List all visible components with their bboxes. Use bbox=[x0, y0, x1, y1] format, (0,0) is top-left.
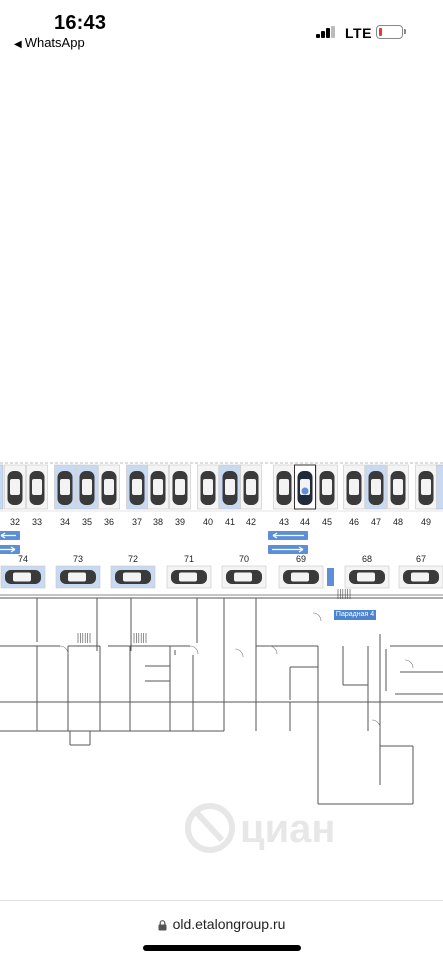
browser-address-bar[interactable]: old.etalongroup.ru bbox=[0, 900, 443, 961]
car-icon bbox=[368, 471, 384, 505]
back-app-label: WhatsApp bbox=[24, 35, 85, 50]
car-icon bbox=[7, 471, 23, 505]
battery-icon bbox=[376, 25, 406, 39]
car-icon bbox=[115, 570, 151, 584]
car-icon bbox=[243, 471, 259, 505]
parking-slot-number: 68 bbox=[362, 554, 372, 564]
car-icon bbox=[79, 471, 95, 505]
car-icon bbox=[150, 471, 166, 505]
parking-slot-number: 74 bbox=[18, 554, 28, 564]
car-icon bbox=[346, 471, 362, 505]
parking-slot-number: 47 bbox=[371, 517, 381, 527]
parking-slot bbox=[0, 464, 4, 510]
parking-slot-number: 34 bbox=[60, 517, 70, 527]
car-icon bbox=[319, 471, 335, 505]
parking-slot-number: 37 bbox=[132, 517, 142, 527]
cellular-signal-icon bbox=[316, 26, 338, 38]
left-lane-arrow-icon bbox=[272, 532, 304, 539]
car-icon bbox=[5, 570, 41, 584]
car-icon bbox=[390, 471, 406, 505]
car-icon bbox=[101, 471, 117, 505]
parking-slot-number: 32 bbox=[10, 517, 20, 527]
car-icon bbox=[276, 471, 292, 505]
parking-slot-number: 72 bbox=[128, 554, 138, 564]
car-icon bbox=[172, 471, 188, 505]
parking-slot-number: 38 bbox=[153, 517, 163, 527]
parking-slot-number: 44 bbox=[300, 517, 310, 527]
car-icon bbox=[60, 570, 96, 584]
door-arc bbox=[371, 719, 381, 729]
parking-slot-number: 42 bbox=[246, 517, 256, 527]
parking-slot-number: 45 bbox=[322, 517, 332, 527]
parking-slot-number: 43 bbox=[279, 517, 289, 527]
right-lane-arrow-icon bbox=[0, 546, 16, 553]
door-arc bbox=[189, 645, 199, 655]
back-arrow-icon: ◀ bbox=[14, 39, 22, 50]
network-type: LTE bbox=[345, 25, 372, 41]
parking-slot-number: 49 bbox=[421, 517, 431, 527]
car-icon bbox=[129, 471, 145, 505]
car-icon bbox=[283, 570, 319, 584]
home-indicator[interactable] bbox=[143, 945, 301, 951]
parking-slot-number: 35 bbox=[82, 517, 92, 527]
door-arc bbox=[312, 612, 322, 622]
car-icon bbox=[349, 570, 385, 584]
selected-marker-icon bbox=[301, 487, 309, 495]
parking-slot-number: 71 bbox=[184, 554, 194, 564]
car-icon bbox=[171, 570, 207, 584]
parking-slot-number: 41 bbox=[225, 517, 235, 527]
cian-watermark-logo: циан bbox=[185, 803, 336, 853]
door-arc bbox=[59, 645, 69, 655]
parking-slot-number: 36 bbox=[104, 517, 114, 527]
parking-slot-number: 46 bbox=[349, 517, 359, 527]
parking-slot-number: 40 bbox=[203, 517, 213, 527]
car-icon bbox=[200, 471, 216, 505]
clock: 16:43 bbox=[54, 12, 107, 34]
left-lane-arrow-icon bbox=[0, 532, 16, 539]
entrance-label: Парадная 4 bbox=[334, 610, 376, 620]
parking-slot-number: 73 bbox=[73, 554, 83, 564]
car-icon bbox=[418, 471, 434, 505]
door-arc bbox=[404, 659, 414, 669]
parking-slot-number: 69 bbox=[296, 554, 306, 564]
car-icon bbox=[29, 471, 45, 505]
car-icon bbox=[222, 471, 238, 505]
right-lane-arrow-icon bbox=[272, 546, 304, 553]
svg-text:циан: циан bbox=[240, 807, 336, 851]
status-bar: 16:43 ◀WhatsApp LTE bbox=[0, 0, 443, 56]
lock-icon bbox=[158, 919, 167, 931]
parking-slot-number: 67 bbox=[416, 554, 426, 564]
url-text: old.etalongroup.ru bbox=[172, 916, 286, 932]
car-icon bbox=[57, 471, 73, 505]
door-arc bbox=[234, 648, 244, 658]
down-arrow-icon bbox=[327, 568, 334, 586]
back-to-app-button[interactable]: ◀WhatsApp bbox=[14, 35, 85, 50]
parking-slot-number: 48 bbox=[393, 517, 403, 527]
door-arc bbox=[268, 645, 278, 655]
parking-slot-number: 39 bbox=[175, 517, 185, 527]
car-icon bbox=[226, 570, 262, 584]
parking-floor-plan: 32 33 34 35 36 37 38 39 40 41 42 43 44 45 46 47 48 49 74 73… bbox=[0, 455, 443, 820]
car-icon bbox=[403, 570, 439, 584]
floor-plan-drawing: 32 33 34 35 36 37 38 39 40 41 42 43 44 45 46 47 48 49 74 73… bbox=[0, 462, 443, 805]
parking-slot-number: 70 bbox=[239, 554, 249, 564]
parking-slot-number: 33 bbox=[32, 517, 42, 527]
